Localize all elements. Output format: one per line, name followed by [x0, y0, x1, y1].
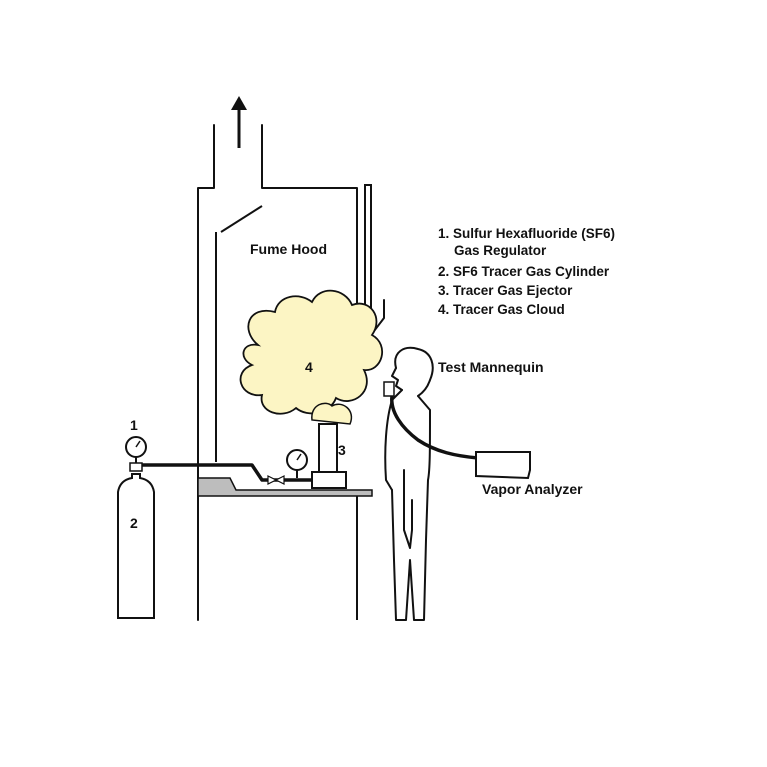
- tracer-gas-cloud: [239, 289, 383, 415]
- ejector-plume: [311, 402, 353, 425]
- work-surface: [197, 477, 373, 497]
- legend-item-4: 4. Tracer Gas Cloud: [438, 302, 565, 317]
- exhaust-duct: [197, 124, 358, 621]
- hood-baffle: [220, 205, 263, 233]
- airflow-up-arrow-icon: [231, 96, 247, 148]
- regulator-number: 1: [130, 417, 138, 433]
- sample-tube: [390, 395, 479, 460]
- respirator-mask: [383, 381, 395, 397]
- legend-item-1-cont: Gas Regulator: [454, 243, 547, 258]
- vapor-analyzer-label: Vapor Analyzer: [482, 481, 583, 497]
- legend: 1. Sulfur Hexafluoride (SF6) Gas Regulat…: [438, 226, 615, 317]
- vapor-analyzer-device: [475, 451, 531, 480]
- legend-item-2: 2. SF6 Tracer Gas Cylinder: [438, 264, 610, 279]
- sf6-gas-cylinder: [117, 473, 155, 619]
- gas-line: [140, 463, 312, 482]
- ejector-number: 3: [338, 442, 346, 458]
- ejector-gauge-icon: [286, 449, 308, 478]
- legend-item-1: 1. Sulfur Hexafluoride (SF6): [438, 226, 615, 241]
- gas-regulator: [125, 436, 147, 472]
- cloud-number: 4: [305, 359, 313, 375]
- valve-icon: [267, 475, 285, 485]
- tracer-gas-ejector: [311, 423, 347, 489]
- fume-hood-label: Fume Hood: [250, 241, 327, 257]
- legend-item-3: 3. Tracer Gas Ejector: [438, 283, 573, 298]
- test-mannequin-label: Test Mannequin: [438, 359, 544, 375]
- cylinder-number: 2: [130, 515, 138, 531]
